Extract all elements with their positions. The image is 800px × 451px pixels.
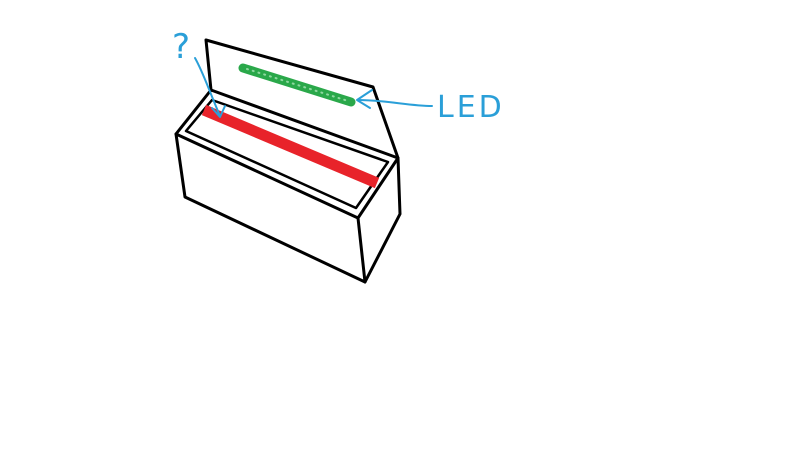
- led-strip: [238, 63, 356, 107]
- led-arrow-line: [357, 99, 433, 107]
- box-top-inner-rim: [184, 98, 390, 210]
- lid-outline: [204, 38, 400, 160]
- led-arrow-head: [356, 89, 373, 109]
- box-front-face: [174, 132, 367, 284]
- led-strip-dots: [246, 68, 349, 102]
- box-body: [174, 88, 402, 284]
- question-label: ?: [172, 27, 190, 67]
- question-arrow-head: [211, 105, 226, 118]
- lid-panel: [204, 38, 400, 160]
- question-annotation: ?: [172, 27, 226, 118]
- red-strip: [201, 104, 380, 189]
- question-arrow-line: [194, 57, 221, 117]
- led-label: LED: [437, 90, 505, 125]
- led-annotation: LED: [356, 89, 505, 125]
- box-right-face: [363, 156, 402, 284]
